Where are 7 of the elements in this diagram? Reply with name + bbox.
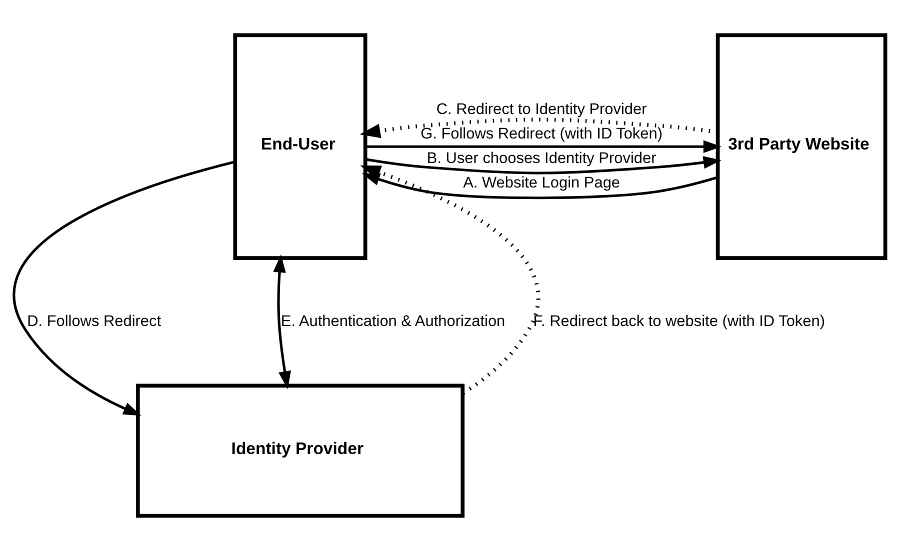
- edge-label: B. User chooses Identity Provider: [426, 149, 656, 166]
- edge-label: F. Redirect back to website (with ID Token): [533, 312, 825, 330]
- edge-label: E. Authentication & Authorization: [280, 312, 506, 330]
- edge-label: A. Website Login Page: [463, 174, 620, 191]
- edge-label: D. Follows Redirect: [27, 312, 162, 330]
- edge-label: G. Follows Redirect (with ID Token): [420, 124, 663, 142]
- edge-label: C. Redirect to Identity Provider: [436, 100, 647, 118]
